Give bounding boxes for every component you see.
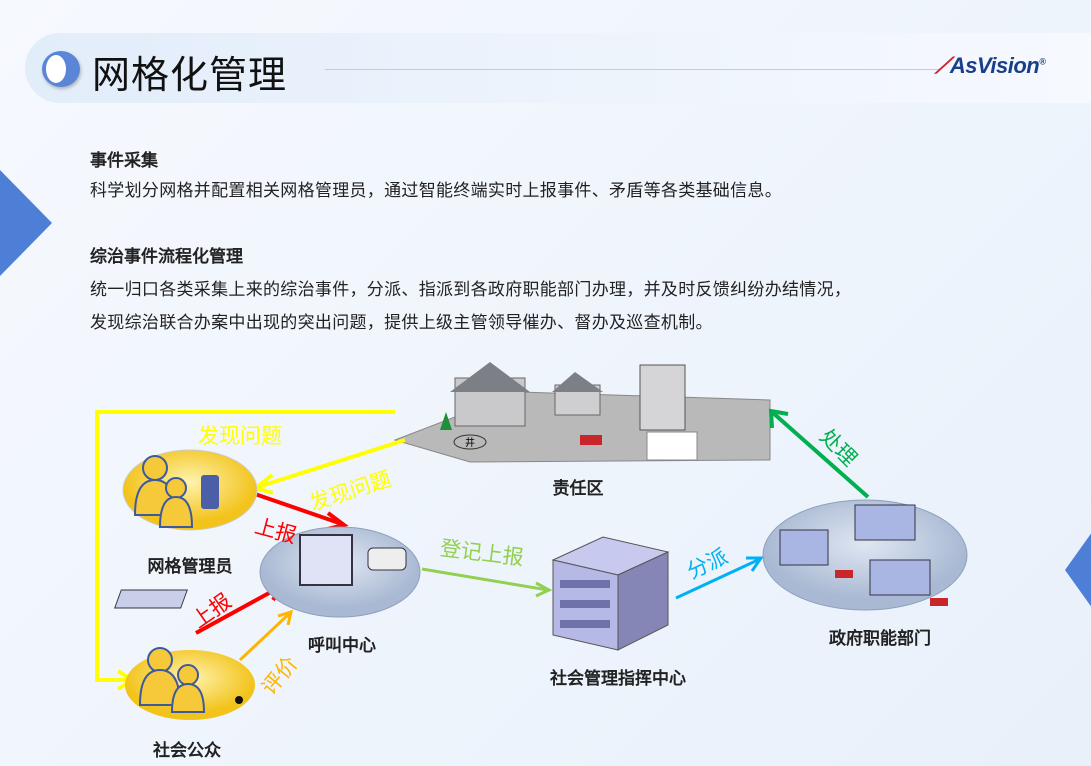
discover-label: 发现问题 <box>198 424 282 448</box>
command-center-building-icon <box>551 536 670 651</box>
grid-manager-label: 网格管理员 <box>147 557 233 577</box>
report-arrow-public <box>195 585 281 635</box>
public-label: 社会公众 <box>153 741 221 761</box>
gov-label: 政府职能部门 <box>829 629 931 649</box>
tree-icon <box>440 412 452 430</box>
title-bullet-icon <box>42 51 80 87</box>
evaluate-arrow <box>238 611 292 662</box>
phone-icon <box>201 475 219 509</box>
discover-arrow <box>257 438 406 489</box>
office-building-icon <box>639 364 686 431</box>
command-center-label: 社会管理指挥中心 <box>550 669 686 689</box>
title-divider <box>325 69 940 70</box>
report-arrow-manager <box>254 492 343 526</box>
computer-icon <box>299 534 353 586</box>
call-center-label: 呼叫中心 <box>308 636 376 656</box>
telephone-icon <box>367 547 407 571</box>
feedback-line <box>95 410 395 682</box>
handle-arrow <box>770 410 870 499</box>
section-heading: 事件采集 <box>90 151 158 171</box>
section-heading: 综治事件流程化管理 <box>90 247 243 267</box>
decor-triangle-left <box>0 170 52 276</box>
zone-label: 责任区 <box>552 479 604 499</box>
next-slide-arrow-icon <box>1065 528 1091 612</box>
title-bar <box>25 33 1091 103</box>
dispatch-arrow <box>675 557 761 600</box>
register-arrow <box>421 567 549 592</box>
responsibility-zone: 井 <box>393 362 771 463</box>
section-text: 统一归口各类采集上来的综治事件，分派、指派到各政府职能部门办理，并及时反馈纠纷办… <box>90 280 852 300</box>
page-title: 网格化管理 <box>92 53 288 97</box>
keyboard-icon <box>114 589 188 609</box>
public-node <box>125 647 255 720</box>
svg-text:井: 井 <box>465 436 475 449</box>
asvision-logo: ⟋AsVision® <box>935 53 1046 78</box>
section-text: 科学划分网格并配置相关网格管理员，通过智能终端实时上报事件、矛盾等各类基础信息。 <box>90 181 782 201</box>
people-icon <box>142 455 168 481</box>
section-text: 发现综治联合办案中出现的突出问题，提供上级主管领导催办、督办及巡查机制。 <box>90 313 713 333</box>
